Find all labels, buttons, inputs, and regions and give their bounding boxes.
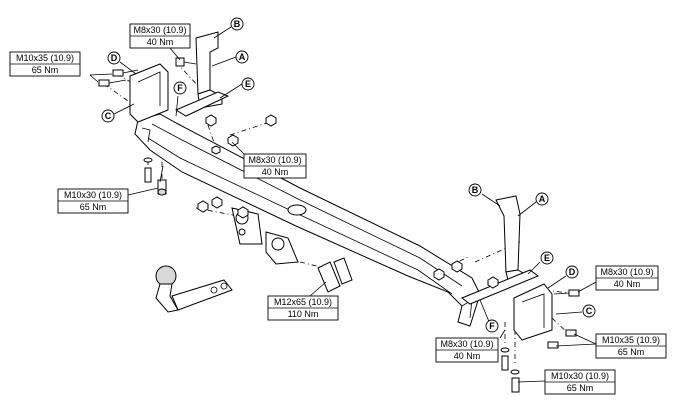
label-m8-right: M8x30 (10.9) 40 Nm xyxy=(595,265,659,291)
svg-text:M12x65 (10.9): M12x65 (10.9) xyxy=(274,297,332,307)
centre-socket-plate xyxy=(197,196,353,293)
label-m10x35-right: M10x35 (10.9) 65 Nm xyxy=(595,333,667,359)
svg-text:M8x30 (10.9): M8x30 (10.9) xyxy=(440,339,493,349)
svg-text:M10x35 (10.9): M10x35 (10.9) xyxy=(16,53,74,63)
svg-text:M8x30 (10.9): M8x30 (10.9) xyxy=(133,25,186,35)
svg-text:M10x30 (10.9): M10x30 (10.9) xyxy=(551,371,609,381)
svg-text:40 Nm: 40 Nm xyxy=(454,351,481,361)
svg-text:D: D xyxy=(569,267,576,277)
label-m8-mid: M8x30 (10.9) 40 Nm xyxy=(243,153,307,179)
left-bracket-assembly xyxy=(98,31,277,196)
callout-b-right: B xyxy=(468,183,482,197)
cross-beam xyxy=(134,113,481,327)
bolts-m10x35-left xyxy=(98,69,139,87)
washer-left xyxy=(143,157,153,163)
bolt-m10x30-bottom xyxy=(511,377,520,393)
svg-text:65 Nm: 65 Nm xyxy=(567,383,594,393)
svg-text:A: A xyxy=(239,52,246,62)
label-m8-top: M8x30 (10.9) 40 Nm xyxy=(129,23,191,49)
nut-left-3 xyxy=(265,114,277,127)
callout-c-right: C xyxy=(582,304,596,318)
callout-b-left: B xyxy=(230,17,244,31)
svg-text:M8x30 (10.9): M8x30 (10.9) xyxy=(600,267,653,277)
callout-e-right: E xyxy=(540,251,554,265)
callout-c-left: C xyxy=(101,109,115,123)
svg-text:40 Nm: 40 Nm xyxy=(614,279,641,289)
nut-left-4 xyxy=(211,145,221,155)
callout-f-right: F xyxy=(485,319,499,333)
svg-text:M10x30 (10.9): M10x30 (10.9) xyxy=(64,190,122,200)
svg-text:M10x35 (10.9): M10x35 (10.9) xyxy=(602,335,660,345)
svg-text:65 Nm: 65 Nm xyxy=(618,347,645,357)
svg-text:E: E xyxy=(245,79,251,89)
label-m10x30-left: M10x30 (10.9) 65 Nm xyxy=(57,187,159,214)
plate-c-left xyxy=(129,63,169,123)
svg-text:D: D xyxy=(111,53,118,63)
nut-left-2 xyxy=(227,134,239,147)
callout-e-left: E xyxy=(241,77,255,91)
svg-text:B: B xyxy=(234,19,241,29)
plate-c-right xyxy=(513,283,553,341)
label-m8-bottom: M8x30 (10.9) 40 Nm xyxy=(435,337,499,363)
callout-d-left: D xyxy=(107,51,121,65)
svg-text:B: B xyxy=(472,185,479,195)
svg-text:F: F xyxy=(177,83,183,93)
svg-text:40 Nm: 40 Nm xyxy=(262,167,289,177)
bracket-e-left xyxy=(174,91,230,117)
svg-text:E: E xyxy=(544,253,550,263)
label-m10x30-bottom: M10x30 (10.9) 65 Nm xyxy=(544,369,616,395)
label-m10x35-left: M10x35 (10.9) 65 Nm xyxy=(9,51,81,77)
callout-a-left: A xyxy=(235,50,249,64)
nut-left-1 xyxy=(205,114,217,127)
bracket-a-right xyxy=(495,195,521,273)
svg-text:F: F xyxy=(489,321,495,331)
label-m12x65: M12x65 (10.9) 110 Nm xyxy=(267,295,339,321)
svg-text:A: A xyxy=(539,194,546,204)
bolt-m8-right xyxy=(568,289,580,297)
svg-text:65 Nm: 65 Nm xyxy=(80,202,107,212)
bracket-e-right xyxy=(460,269,540,305)
svg-text:65 Nm: 65 Nm xyxy=(32,65,59,75)
bracket-a-left xyxy=(195,31,219,95)
svg-text:C: C xyxy=(586,306,593,316)
leader-lines xyxy=(89,26,597,383)
svg-text:40 Nm: 40 Nm xyxy=(147,37,174,47)
bolt-m8-top xyxy=(175,57,185,67)
right-bracket-assembly xyxy=(433,195,580,393)
svg-text:C: C xyxy=(105,111,112,121)
svg-text:110 Nm: 110 Nm xyxy=(288,309,319,319)
svg-text:M8x30 (10.9): M8x30 (10.9) xyxy=(248,155,301,165)
tow-ball xyxy=(155,265,177,287)
callout-a-right: A xyxy=(535,192,549,206)
callout-f-left: F xyxy=(173,81,187,95)
tow-ball-neck xyxy=(155,265,233,313)
bolts-m12x65 xyxy=(317,257,353,293)
callout-d-right: D xyxy=(565,265,579,279)
